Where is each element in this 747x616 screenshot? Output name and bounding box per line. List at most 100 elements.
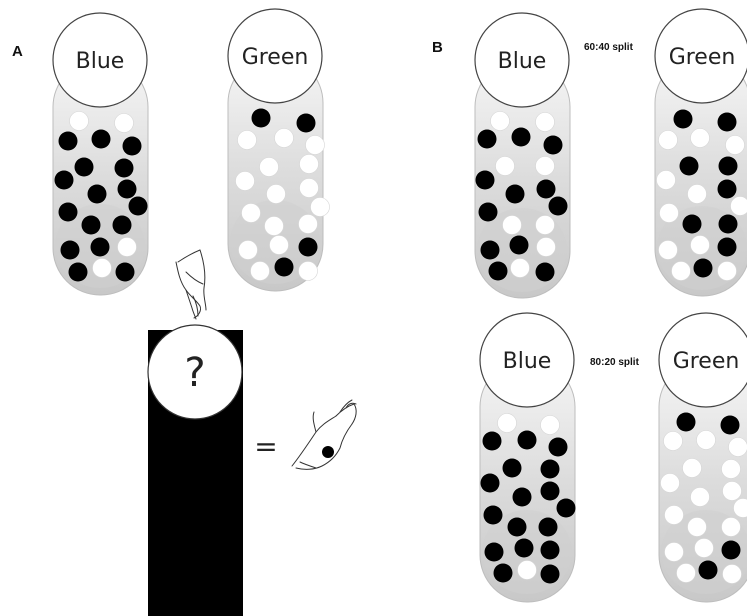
white-ball — [251, 262, 270, 281]
white-ball — [657, 171, 676, 190]
white-ball — [491, 112, 510, 131]
black-ball — [510, 236, 529, 255]
black-ball — [479, 203, 498, 222]
white-ball — [536, 113, 555, 132]
white-ball — [299, 262, 318, 281]
hand-holding-ball-icon — [292, 400, 356, 469]
white-ball — [688, 518, 707, 537]
black-ball — [722, 541, 741, 560]
black-ball — [494, 564, 513, 583]
black-ball — [541, 541, 560, 560]
white-ball — [723, 482, 742, 501]
white-ball — [536, 216, 555, 235]
black-ball — [59, 132, 78, 151]
hand-reaching-icon — [176, 250, 206, 319]
black-ball — [508, 518, 527, 537]
white-ball — [722, 518, 741, 537]
black-ball — [718, 180, 737, 199]
urn-label-blue: Blue — [498, 49, 547, 74]
black-ball — [59, 203, 78, 222]
white-ball — [691, 129, 710, 148]
urn-green-b-60-40: Green — [655, 9, 747, 296]
white-ball — [306, 136, 325, 155]
black-ball — [252, 109, 271, 128]
black-ball — [115, 159, 134, 178]
split-label-bottom: 80:20 split — [590, 357, 640, 368]
black-ball — [483, 432, 502, 451]
urn-label-green: Green — [673, 349, 740, 374]
held-ball — [322, 446, 334, 458]
black-ball — [481, 474, 500, 493]
black-ball — [88, 185, 107, 204]
white-ball — [511, 259, 530, 278]
white-ball — [659, 241, 678, 260]
white-ball — [661, 474, 680, 493]
black-ball — [118, 180, 137, 199]
black-ball — [485, 543, 504, 562]
black-ball — [55, 171, 74, 190]
white-ball — [660, 204, 679, 223]
black-ball — [275, 258, 294, 277]
black-ball — [699, 561, 718, 580]
urn-label-green: Green — [669, 45, 736, 70]
white-ball — [683, 459, 702, 478]
black-ball — [299, 238, 318, 257]
black-ball — [489, 262, 508, 281]
urn-green-b-80-20: Green — [659, 313, 747, 602]
panel-b-letter: B — [432, 39, 443, 56]
black-ball — [123, 137, 142, 156]
white-ball — [726, 136, 745, 155]
black-ball — [549, 197, 568, 216]
black-ball — [506, 185, 525, 204]
white-ball — [536, 157, 555, 176]
black-ball — [680, 157, 699, 176]
black-ball — [478, 130, 497, 149]
white-ball — [238, 131, 257, 150]
black-ball — [61, 241, 80, 260]
white-ball — [311, 198, 330, 217]
black-ball — [481, 241, 500, 260]
black-ball — [537, 180, 556, 199]
white-ball — [691, 488, 710, 507]
black-ball — [541, 565, 560, 584]
white-ball — [299, 215, 318, 234]
black-ball — [718, 238, 737, 257]
black-ball — [683, 215, 702, 234]
mystery-question-mark: ? — [184, 350, 205, 396]
white-ball — [537, 238, 556, 257]
white-ball — [236, 172, 255, 191]
white-ball — [503, 216, 522, 235]
black-ball — [536, 263, 555, 282]
white-ball — [664, 432, 683, 451]
black-ball — [557, 499, 576, 518]
black-ball — [694, 259, 713, 278]
black-ball — [512, 128, 531, 147]
white-ball — [300, 179, 319, 198]
white-ball — [275, 129, 294, 148]
urn-blue-b-80-20: Blue — [480, 313, 576, 602]
white-ball — [695, 539, 714, 558]
black-ball — [549, 438, 568, 457]
white-ball — [665, 543, 684, 562]
black-ball — [75, 158, 94, 177]
white-ball — [498, 414, 517, 433]
black-ball — [513, 488, 532, 507]
white-ball — [267, 185, 286, 204]
black-ball — [539, 518, 558, 537]
black-ball — [541, 482, 560, 501]
white-ball — [718, 262, 737, 281]
white-ball — [496, 157, 515, 176]
black-ball — [674, 110, 693, 129]
mystery-urn: ? — [148, 325, 243, 616]
panel-a-letter: A — [12, 43, 23, 60]
urn-blue-b-60-40: Blue — [475, 13, 570, 298]
white-ball — [270, 236, 289, 255]
black-ball — [69, 263, 88, 282]
black-ball — [476, 171, 495, 190]
urn-green-a: Green — [228, 9, 330, 291]
black-ball — [721, 416, 740, 435]
black-ball — [91, 238, 110, 257]
white-ball — [300, 155, 319, 174]
black-ball — [113, 216, 132, 235]
black-ball — [718, 113, 737, 132]
